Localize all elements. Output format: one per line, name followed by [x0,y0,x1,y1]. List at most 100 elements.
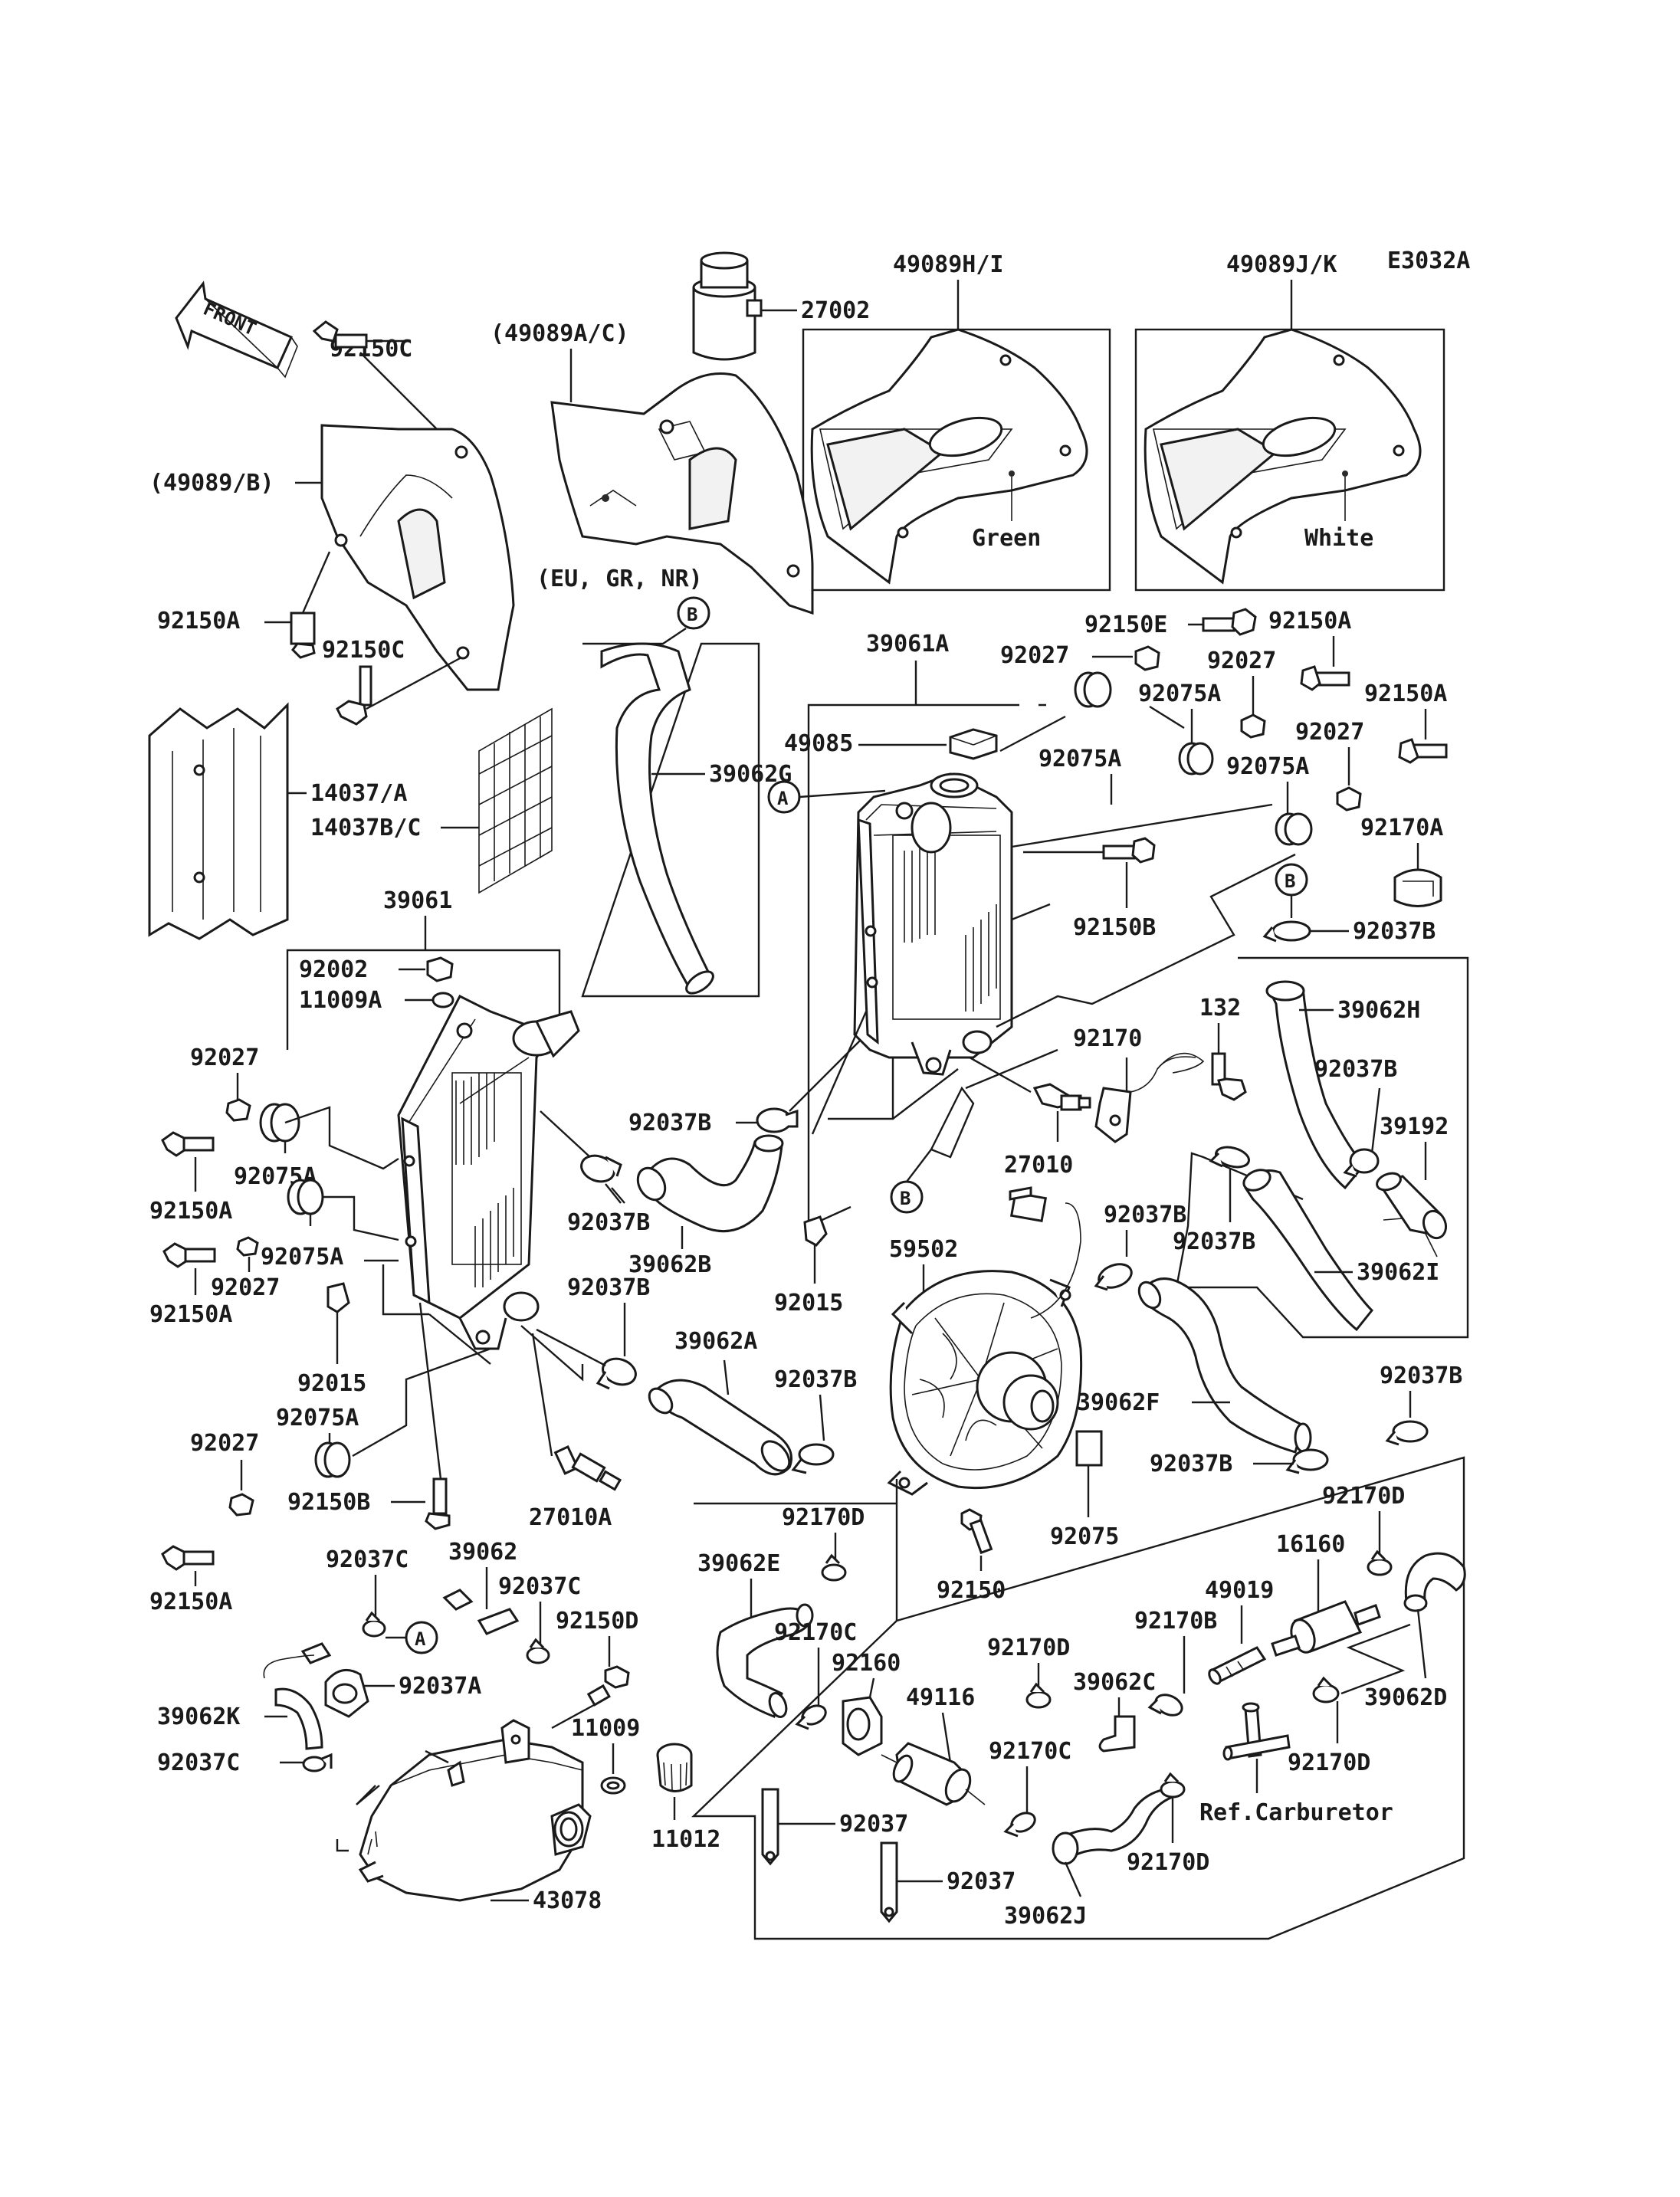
grommet-92075A-t2 [1178,742,1214,776]
label-92037B-d: 92037B [774,1366,857,1393]
shroud-49089B [320,424,515,691]
sensor-27010A [553,1445,622,1491]
label-92037B-f: 92037B [1380,1362,1462,1389]
hose-39062K [263,1654,323,1750]
label-11009A: 11009A [299,987,382,1014]
label-92037B-n: 92037B [1104,1202,1186,1228]
label-ref-carburetor: Ref.Carburetor [1199,1799,1393,1826]
label-white: White [1304,525,1373,552]
clip-92170C-1 [795,1704,827,1730]
label-92170D-1: 92170D [782,1504,865,1531]
label-132: 132 [1199,995,1241,1021]
clip-92170C-2 [1003,1812,1036,1838]
bracket-92037A [324,1668,369,1718]
label-92002: 92002 [299,956,368,983]
label-39062J: 39062J [1004,1903,1087,1930]
hose-39062B [636,1134,784,1233]
label-92170D-3: 92170D [987,1635,1070,1661]
clip-92170B [1147,1694,1183,1717]
mount-92160 [842,1696,883,1756]
clamp-92037B-m [1209,1146,1250,1169]
label-92027-t3: 92027 [1295,719,1364,746]
label-92037C-1: 92037C [326,1546,409,1573]
bolt-92150 [960,1508,993,1555]
shroud-49089AC [550,372,814,615]
nut-92027-l1 [225,1098,251,1122]
label-92170B: 92170B [1134,1608,1217,1635]
part-27002 [692,251,797,361]
label-92037B-m: 92037B [1173,1228,1255,1255]
grommet-92075A-l2 [287,1179,324,1215]
front-arrow-icon: FRONT [175,280,298,379]
label-92015-c: 92015 [774,1290,843,1317]
label-39062C: 39062C [1073,1669,1156,1696]
bolt-92150D [586,1665,630,1707]
nut-92027-t3 [1336,786,1362,812]
clamp-92037B-d [791,1443,835,1474]
hose-39062F [1137,1277,1312,1454]
label-92170: 92170 [1073,1025,1142,1052]
fitting-ref-carb [1222,1702,1291,1761]
clamp-92037B-c1 [580,1154,622,1183]
label-43078: 43078 [533,1887,602,1914]
label-49019: 49019 [1205,1577,1274,1604]
label-39192: 39192 [1380,1113,1449,1140]
label-27010: 27010 [1004,1152,1073,1179]
clip-92015-c [803,1215,828,1247]
clip-92170D-2 [1367,1549,1393,1576]
label-92170D-4: 92170D [1288,1749,1370,1776]
svg-text:B: B [900,1188,911,1209]
bolt-92150E [1202,608,1257,636]
clamp-92037B-r1 [1262,920,1311,943]
label-39062K: 39062K [157,1703,240,1730]
svg-text:A: A [415,1628,426,1650]
clamp-92037B-e [1285,1448,1329,1474]
label-39062F: 39062F [1077,1389,1160,1416]
label-92037-1: 92037 [839,1811,908,1838]
shroud-green [810,328,1088,585]
nut-92027-t1 [1134,645,1160,671]
hose-39062C [1098,1715,1136,1753]
fan-59502 [887,1186,1083,1496]
label-92170A: 92170A [1360,815,1443,841]
grommet-92075A-l3 [314,1441,351,1478]
label-92027-l3: 92027 [190,1430,259,1457]
label-92150A-l2: 92150A [149,1198,232,1225]
grommet-92075A-t3 [1275,812,1313,846]
label-49089AC: (49089A/C) [491,320,629,347]
label-green: Green [972,525,1041,552]
label-49089JK: 49089J/K [1226,251,1337,278]
clip-92170A [1393,868,1442,907]
bolt-92150A-t2 [1398,738,1448,764]
shroud-white [1144,328,1422,585]
bolt-92150A-l [290,551,331,659]
label-92150A-l4: 92150A [149,1589,232,1615]
label-27002: 27002 [801,297,870,324]
bolt-92150C-top [312,320,461,453]
label-92037B-r1: 92037B [1353,918,1436,945]
callout-B-center: B [890,1180,924,1214]
bolt-92150B-r [1102,837,1156,864]
label-92150A-t1: 92150A [1268,608,1351,635]
grommet-92075A-l1 [259,1103,300,1143]
label-39062B: 39062B [628,1251,711,1278]
strap-92037-1 [761,1788,779,1866]
label-59502: 59502 [889,1236,958,1263]
label-eu-gr-nr: (EU, GR, NR) [536,566,703,592]
radiator-39061A [853,772,1013,1076]
label-92170C-2: 92170C [989,1738,1071,1765]
label-39062D: 39062D [1364,1684,1447,1711]
label-92150B-r: 92150B [1073,914,1156,941]
part-16160 [1271,1600,1381,1657]
label-49089B: (49089/B) [149,470,274,497]
label-92037B-c1: 92037B [567,1209,650,1236]
grommet-92075A-t1 [1074,671,1112,708]
label-92075A-l3: 92075A [276,1405,359,1431]
label-92015-l: 92015 [297,1370,366,1397]
callout-A-right: A [767,780,801,814]
nut-92027-l2 [236,1236,259,1257]
bolt-92150B-l [425,1477,451,1530]
sensor-27010 [1032,1083,1091,1111]
label-92150A-l: 92150A [157,608,240,635]
